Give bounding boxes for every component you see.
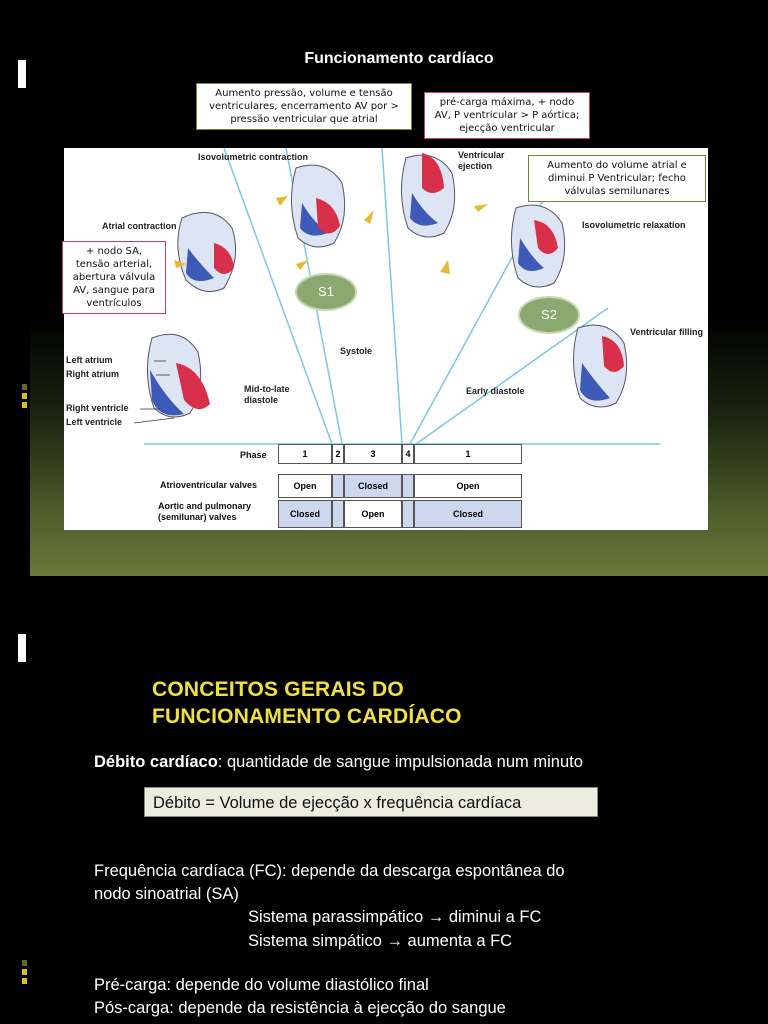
semilunar-valve-cell: Closed (278, 500, 332, 528)
formula-box: Débito = Volume de ejecção x frequência … (144, 787, 598, 817)
cardiac-cycle-diagram: Isovolumetric contraction Ventricular ej… (64, 148, 708, 530)
semilunar-valve-spacer (332, 500, 344, 528)
label-ventricular-filling: Ventricular filling (630, 327, 704, 337)
s2-heart-sound: S2 (541, 307, 557, 322)
phase-row-label: Phase (240, 450, 267, 460)
cardiac-cycle-illustration (133, 148, 660, 445)
slide-accent (22, 384, 27, 411)
slide-title-line-1: CONCEITOS GERAIS DO (152, 678, 404, 701)
phase-cell: 3 (344, 444, 402, 464)
phase-cell: 4 (402, 444, 414, 464)
heart-ventricular-ejection (400, 153, 456, 238)
slide-accent (22, 960, 27, 987)
av-valve-spacer (402, 474, 414, 498)
semilunar-valve-spacer (402, 500, 414, 528)
av-valve-cell: Open (414, 474, 522, 498)
note-isovolumetric-contraction: Aumento pressão, volume e tensão ventric… (196, 83, 412, 130)
label-left-ventricle: Left ventricle (66, 417, 123, 427)
slide-title: Funcionamento cardíaco (304, 50, 494, 67)
heart-mid-late-diastole (146, 333, 210, 418)
heart-ventricular-filling (572, 324, 628, 408)
label-mid-late-diastole: Mid-to-late diastole (244, 384, 290, 405)
fc-line-1: Frequência cardíaca (FC): depende da des… (94, 862, 565, 880)
debito-term: Débito cardíaco (94, 753, 218, 771)
phase-cell: 1 (278, 444, 332, 464)
label-left-atrium: Left atrium (66, 355, 113, 365)
label-isovolumetric-contraction: Isovolumetric contraction (198, 152, 309, 162)
phase-cell: 1 (414, 444, 522, 464)
av-valve-cell: Open (278, 474, 332, 498)
slide-marker (18, 60, 26, 88)
note-atrial-contraction: + nodo SA, tensão arterial, abertura vál… (62, 241, 166, 314)
heart-isovolumetric-contraction (290, 164, 346, 248)
fc-line-2: nodo sinoatrial (SA) (94, 885, 239, 903)
semilunar-valves-label: Aortic and pulmonary (semilunar) valves (158, 501, 252, 522)
label-ventricular-ejection: Ventricular ejection (458, 150, 505, 171)
note-isovolumetric-relaxation: Aumento do volume atrial e diminui P Ven… (528, 155, 706, 202)
label-right-ventricle: Right ventricle (66, 403, 129, 413)
av-valve-spacer (332, 474, 344, 498)
label-atrial-contraction: Atrial contraction (102, 221, 177, 231)
av-valves-label: Atrioventricular valves (160, 480, 258, 490)
poscarga-line: Pós-carga: depende da resistência à ejec… (94, 999, 506, 1017)
label-early-diastole: Early diastole (466, 386, 525, 396)
debito-text: : quantidade de sangue impulsionada num … (217, 753, 583, 771)
s1-heart-sound: S1 (318, 284, 334, 299)
slide-conceitos-gerais: CONCEITOS GERAIS DO FUNCIONAMENTO CARDÍA… (30, 588, 768, 1024)
label-right-atrium: Right atrium (66, 369, 119, 379)
av-valve-cell: Closed (344, 474, 402, 498)
slide-title-line-2: FUNCIONAMENTO CARDÍACO (152, 705, 462, 728)
simpatico-line: Sistema simpático → aumenta a FC (248, 932, 513, 950)
slide-title: CONCEITOS GERAIS DO FUNCIONAMENTO CARDÍA… (152, 676, 462, 730)
heart-atrial-contraction (177, 211, 237, 293)
heart-isovolumetric-relaxation (510, 204, 566, 288)
note-ventricular-ejection: pré-carga máxima, + nodo AV, P ventricul… (424, 92, 590, 139)
slide-gap (0, 576, 768, 588)
semilunar-valve-cell: Open (344, 500, 402, 528)
semilunar-valve-cell: Closed (414, 500, 522, 528)
parassimpatico-line: Sistema parassimpático → diminui a FC (248, 908, 542, 926)
label-systole: Systole (340, 346, 373, 356)
label-isovolumetric-relaxation: Isovolumetric relaxation (582, 220, 686, 230)
phase-cell: 2 (332, 444, 344, 464)
left-margin (0, 0, 30, 1024)
slide-funcionamento-cardiaco: Funcionamento cardíaco (30, 0, 768, 576)
debito-definition: Débito cardíaco: quantidade de sangue im… (94, 751, 583, 773)
slide-marker (18, 634, 26, 662)
precarga-line: Pré-carga: depende do volume diastólico … (94, 976, 429, 994)
